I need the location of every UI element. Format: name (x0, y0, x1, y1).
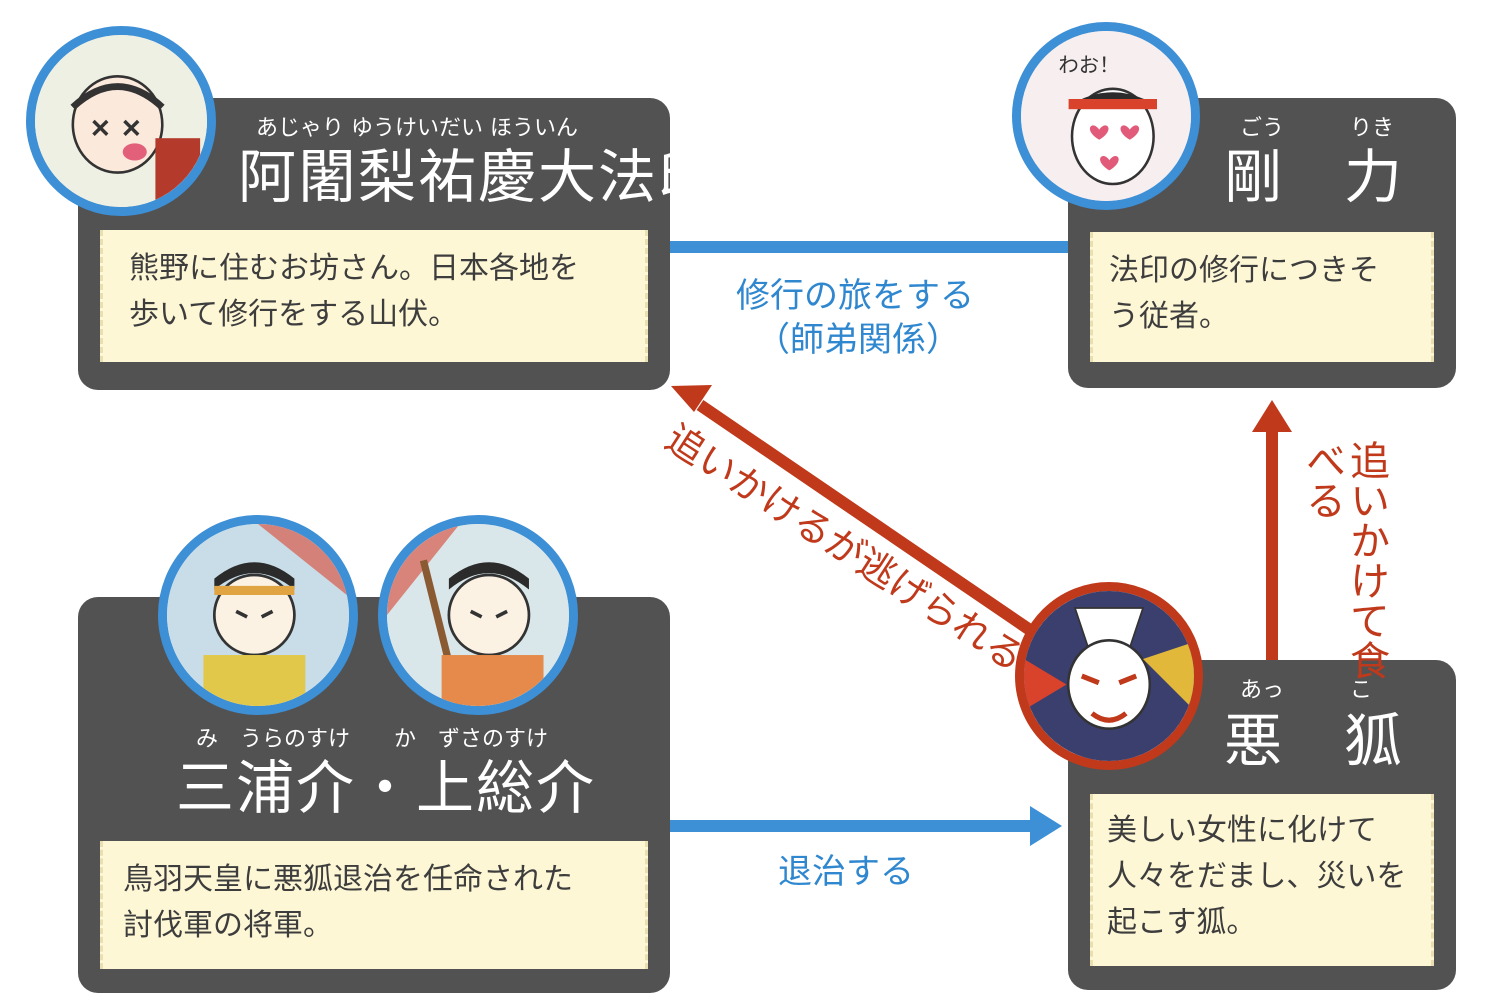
goriki-description-line1: 法印の修行につきそ (1109, 253, 1379, 288)
akko-description-line1: 美しい女性に化けて (1107, 813, 1377, 848)
card-akko: あっ こ 悪 狐 美しい女性に化けて 人々をだまし、災いを 起こす狐。 (1068, 660, 1456, 990)
akko-description: 美しい女性に化けて 人々をだまし、災いを 起こす狐。 (1090, 794, 1434, 966)
miura-face-illustration (167, 524, 349, 706)
goriki-description: 法印の修行につきそ う従者。 (1090, 232, 1434, 362)
goriki-description-line2: う従者。 (1109, 299, 1229, 334)
ajari-reading: あじゃり ゆうけいだい ほういん (256, 116, 578, 141)
goriki-face-illustration: わお！ (1021, 31, 1191, 201)
kazusa-avatar (378, 515, 578, 715)
chase-escape-arrow-head (671, 385, 712, 412)
ajari-avatar (26, 26, 216, 216)
akko-name: 悪 狐 (1224, 707, 1405, 775)
card-ajari: あじゃり ゆうけいだい ほういん 阿闍梨祐慶大法印 熊野に住むお坊さん。日本各地… (78, 98, 716, 390)
goriki-name: 剛 力 (1224, 143, 1405, 211)
akko-avatar (1015, 582, 1203, 770)
chase-eat-label-text: 追いかけて食べる (1299, 440, 1389, 680)
generals-reading: み うらのすけ か ずさのすけ (196, 727, 549, 752)
kazusa-face-illustration (387, 524, 569, 706)
monk-face-illustration (35, 35, 207, 207)
chase-eat-arrow-head (1252, 400, 1292, 432)
ajari-description-line2: 歩いて修行をする山伏。 (129, 297, 459, 332)
extermination-arrow-head (1030, 806, 1062, 846)
goriki-avatar: わお！ (1012, 22, 1200, 210)
generals-name: 三浦介・上総介 (176, 754, 597, 822)
ajari-name: 阿闍梨祐慶大法印 (238, 143, 719, 211)
akko-reading: あっ こ (1240, 678, 1373, 703)
miura-avatar (158, 515, 358, 715)
ajari-description: 熊野に住むお坊さん。日本各地を 歩いて修行をする山伏。 (100, 230, 648, 362)
extermination-label: 退治する (778, 852, 914, 892)
goriki-doodle-text: わお！ (1058, 53, 1119, 77)
akko-description-line2: 人々をだまし、災いを (1107, 859, 1407, 894)
fox-mask-illustration (1024, 591, 1194, 761)
training-label: 修行の旅をする (736, 276, 974, 316)
chase-escape-arrow-shaft (696, 400, 1034, 635)
generals-description-line2: 討伐軍の将軍。 (123, 908, 333, 943)
generals-description-line1: 鳥羽天皇に悪狐退治を任命された (123, 862, 573, 897)
akko-description-line3: 起こす狐。 (1107, 905, 1257, 940)
ajari-description-line1: 熊野に住むお坊さん。日本各地を (129, 251, 579, 286)
generals-description: 鳥羽天皇に悪狐退治を任命された 討伐軍の将軍。 (100, 841, 648, 969)
goriki-reading: ごう りき (1240, 116, 1395, 141)
chase-eat-label: 追いかけて食べる (1299, 440, 1390, 680)
training-sublabel: （師弟関係） (756, 320, 960, 360)
